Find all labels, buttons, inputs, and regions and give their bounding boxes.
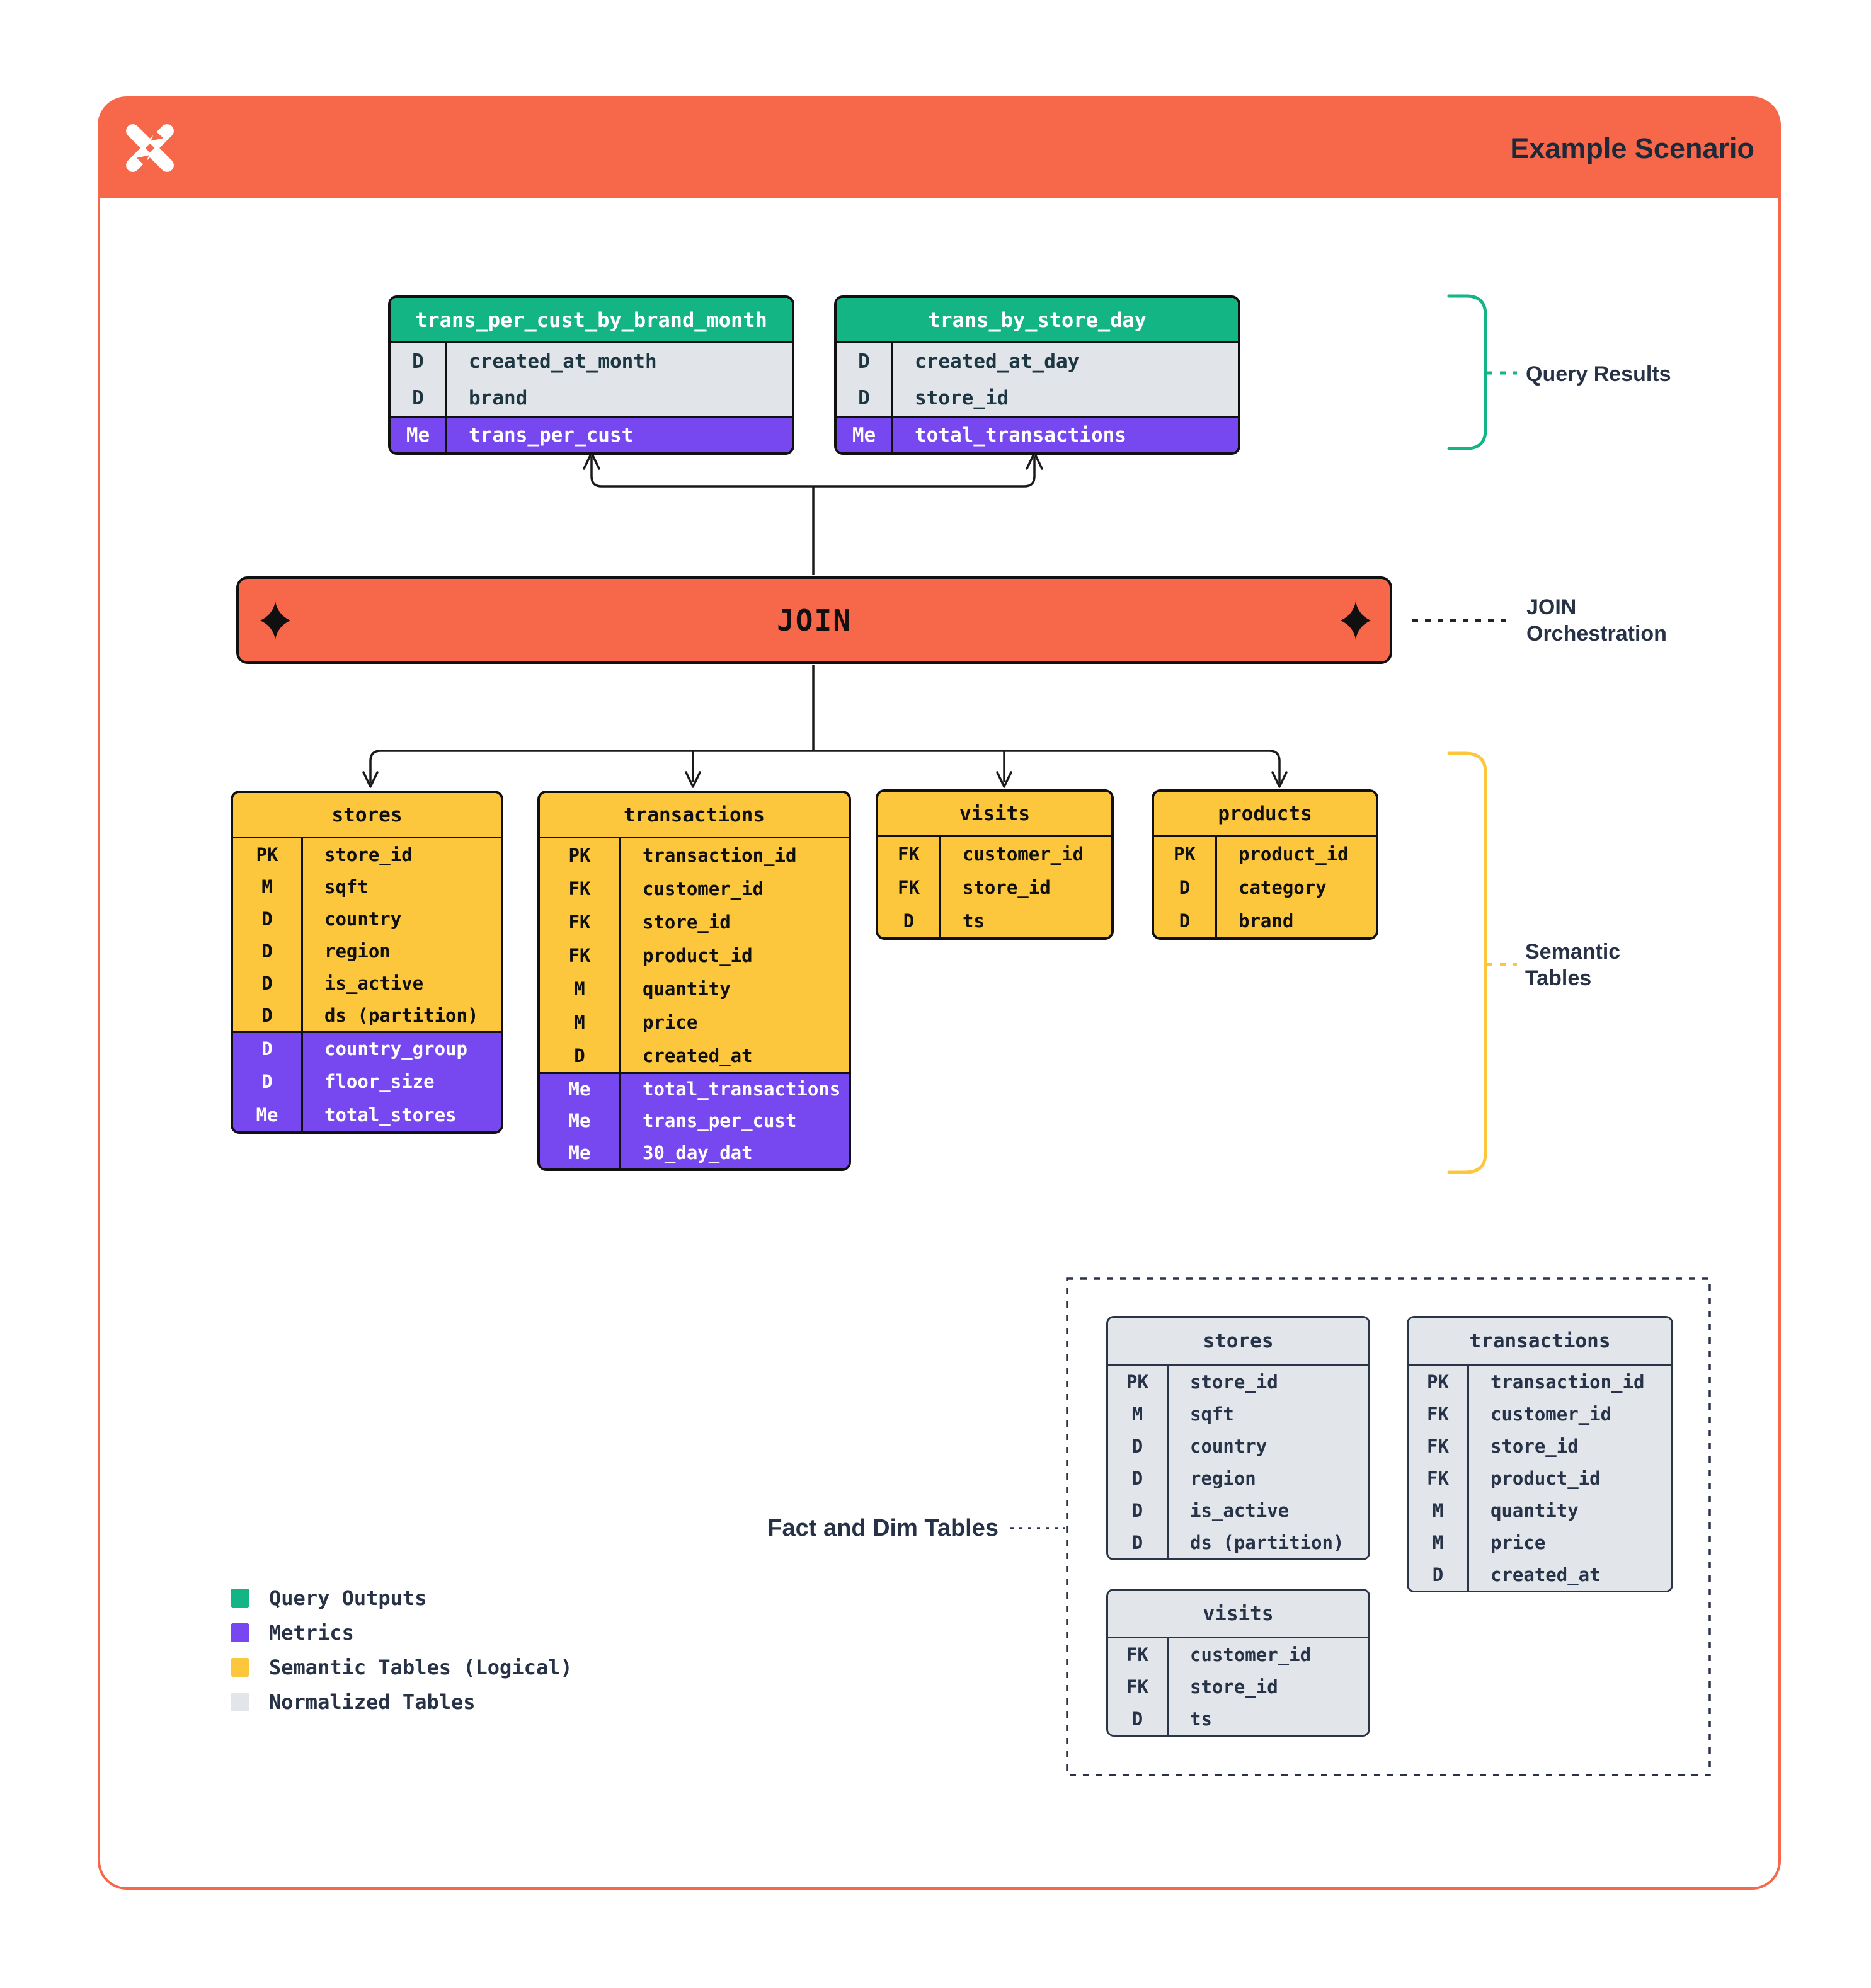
table-title: stores xyxy=(1108,1318,1368,1366)
table-title: visits xyxy=(1108,1591,1368,1638)
page-title: Example Scenario xyxy=(1510,132,1754,164)
legend-item: Semantic Tables (Logical) xyxy=(231,1655,573,1679)
legend: Query Outputs Metrics Semantic Tables (L… xyxy=(231,1586,573,1727)
semantic-tables-label: Semantic Tables xyxy=(1525,940,1621,990)
table-title: visits xyxy=(878,792,1111,837)
diamond-icon xyxy=(1341,601,1371,639)
join-orchestration-bar: JOIN xyxy=(236,576,1392,664)
legend-swatch xyxy=(231,1693,249,1711)
legend-label: Normalized Tables xyxy=(269,1690,476,1714)
pinwheel-x-logo xyxy=(126,124,174,172)
logo-diamond-hole xyxy=(145,143,155,153)
legend-swatch xyxy=(231,1623,249,1642)
join-label: JOIN xyxy=(777,603,852,637)
query-results-label: Query Results xyxy=(1526,362,1671,386)
table-title: trans_by_store_day xyxy=(837,298,1238,343)
legend-label: Query Outputs xyxy=(269,1586,427,1610)
legend-label: Semantic Tables (Logical) xyxy=(269,1655,573,1679)
legend-item: Metrics xyxy=(231,1621,573,1645)
table-title: trans_per_cust_by_brand_month xyxy=(391,298,792,343)
card-header: Example Scenario xyxy=(100,99,1778,198)
table-title: transactions xyxy=(1409,1318,1671,1366)
legend-swatch xyxy=(231,1589,249,1608)
legend-swatch xyxy=(231,1658,249,1677)
table-title: products xyxy=(1154,792,1376,837)
table-title: transactions xyxy=(540,793,849,838)
legend-item: Normalized Tables xyxy=(231,1690,573,1714)
fact-and-dim-label: Fact and Dim Tables xyxy=(767,1515,998,1541)
join-orchestration-label: JOIN Orchestration xyxy=(1526,595,1667,646)
diamond-icon xyxy=(260,601,290,639)
legend-label: Metrics xyxy=(269,1621,354,1645)
legend-item: Query Outputs xyxy=(231,1586,573,1610)
table-title: stores xyxy=(233,793,501,838)
